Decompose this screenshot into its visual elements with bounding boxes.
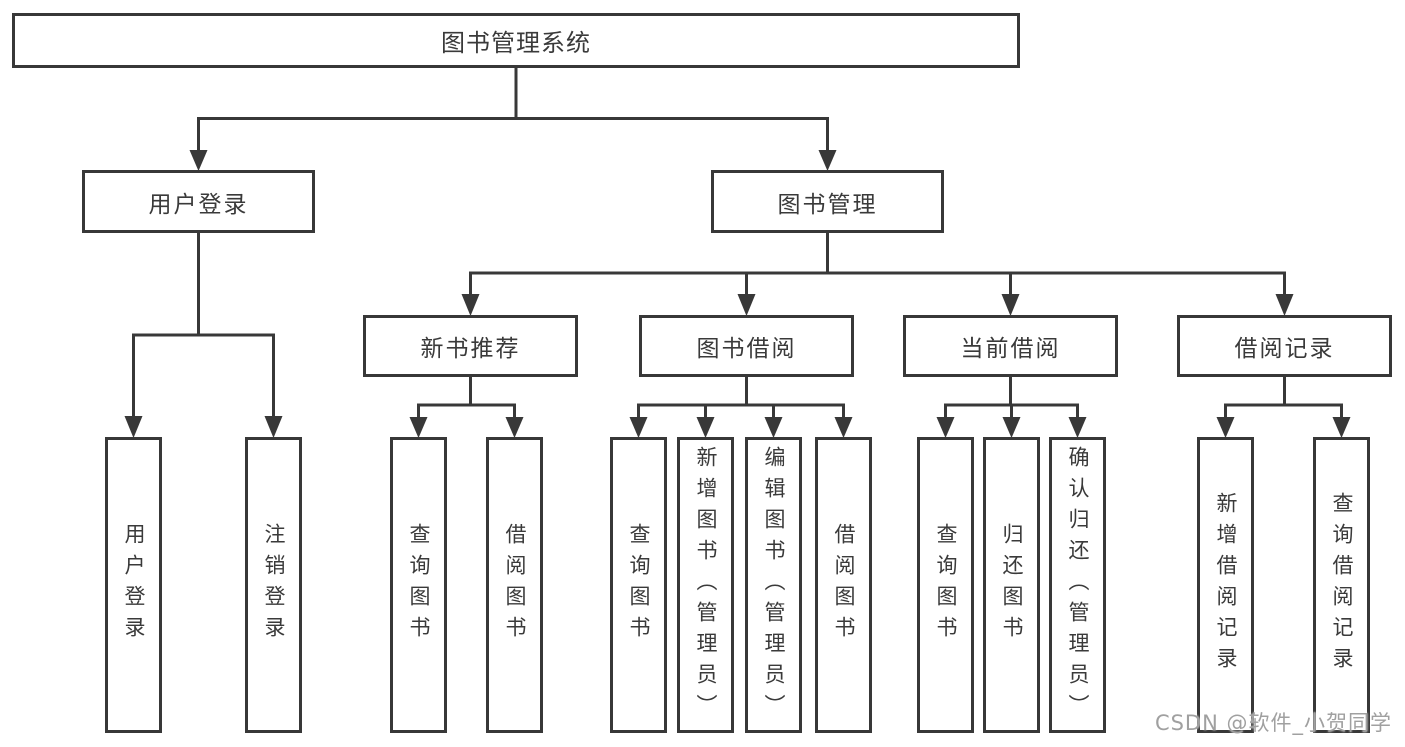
node-book-management: 图书管理: [711, 170, 944, 233]
node-add-book-admin: 新增图书（管理员）: [677, 437, 734, 733]
connector-user-login-children: [124, 231, 283, 438]
arrowhead-icon: [1001, 294, 1020, 316]
arrowhead-icon: [818, 150, 837, 171]
arrowhead-icon: [1216, 417, 1235, 438]
arrowhead-icon: [936, 417, 955, 438]
arrowhead-icon: [1275, 294, 1294, 316]
node-add-borrow-record: 新增借阅记录: [1197, 437, 1254, 733]
node-label: 新书推荐: [420, 336, 521, 362]
connector-root-to-level2: [189, 66, 837, 171]
node-confirm-return-admin: 确认归还（管理员）: [1049, 437, 1106, 733]
node-library-system: 图书管理系统: [12, 13, 1020, 68]
node-label: 用户登录: [122, 523, 146, 647]
arrowhead-icon: [189, 150, 208, 171]
node-label: 当前借阅: [960, 336, 1061, 362]
node-label: 注销登录: [262, 523, 286, 647]
node-label: 新增图书（管理员）: [694, 445, 718, 725]
node-label: 归还图书: [1000, 523, 1024, 647]
arrowhead-icon: [264, 416, 283, 438]
node-user-login-leaf: 用户登录: [105, 437, 162, 733]
node-label: 图书管理系统: [441, 29, 591, 57]
node-label: 图书管理: [777, 191, 878, 218]
arrowhead-icon: [1332, 417, 1351, 438]
arrowhead-icon: [737, 294, 756, 316]
node-label: 新增借阅记录: [1214, 492, 1238, 678]
node-borrow-book: 借阅图书: [815, 437, 872, 733]
arrowhead-icon: [834, 417, 853, 438]
connector-book-management-children: [461, 231, 1294, 316]
node-label: 借阅图书: [832, 523, 856, 647]
node-label: 用户登录: [148, 191, 249, 218]
connector-borrow-records-children: [1216, 375, 1351, 438]
node-edit-book-admin: 编辑图书（管理员）: [745, 437, 802, 733]
node-new-book-recommend: 新书推荐: [363, 315, 578, 377]
arrowhead-icon: [409, 417, 428, 438]
node-label: 编辑图书（管理员）: [762, 445, 786, 725]
node-query-borrow-record: 查询借阅记录: [1313, 437, 1370, 733]
node-label: 确认归还（管理员）: [1066, 445, 1090, 725]
arrowhead-icon: [696, 417, 715, 438]
arrowhead-icon: [1068, 417, 1087, 438]
connector-new-book-recommend-children: [409, 375, 524, 438]
node-current-borrow: 当前借阅: [903, 315, 1118, 377]
arrowhead-icon: [1002, 417, 1021, 438]
node-label: 图书借阅: [696, 336, 797, 362]
node-label: 查询图书: [934, 523, 958, 647]
node-borrow-book-recommend: 借阅图书: [486, 437, 543, 733]
node-logout: 注销登录: [245, 437, 302, 733]
node-return-book: 归还图书: [983, 437, 1040, 733]
connector-current-borrow-children: [936, 375, 1087, 438]
arrowhead-icon: [764, 417, 783, 438]
arrowhead-icon: [505, 417, 524, 438]
node-query-books-recommend: 查询图书: [390, 437, 447, 733]
connector-book-borrow-children: [629, 375, 853, 438]
node-label: 查询图书: [407, 523, 431, 647]
node-label: 借阅图书: [503, 523, 527, 647]
node-book-borrow: 图书借阅: [639, 315, 854, 377]
arrowhead-icon: [629, 417, 648, 438]
node-query-books-borrow: 查询图书: [610, 437, 667, 733]
arrowhead-icon: [461, 294, 480, 316]
node-query-books-current: 查询图书: [917, 437, 974, 733]
arrowhead-icon: [124, 416, 143, 438]
node-user-login: 用户登录: [82, 170, 315, 233]
node-borrow-records: 借阅记录: [1177, 315, 1392, 377]
node-label: 借阅记录: [1234, 336, 1335, 362]
node-label: 查询借阅记录: [1330, 492, 1354, 678]
node-label: 查询图书: [627, 523, 651, 647]
